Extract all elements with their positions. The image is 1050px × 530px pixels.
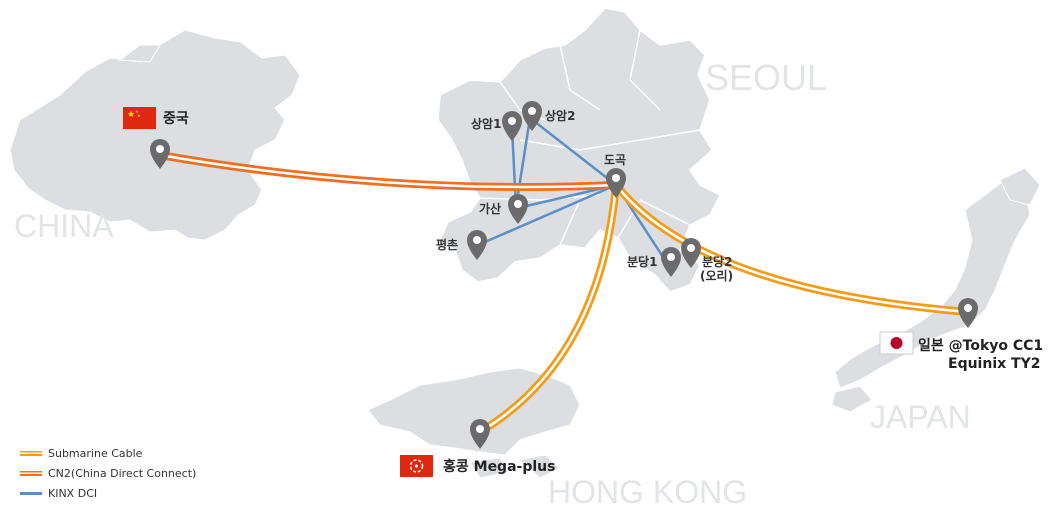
kinx-dci-links — [476, 116, 667, 262]
legend-label-kinx: KINX DCI — [48, 486, 98, 500]
legend-label-submarine: Submarine Cable — [48, 446, 143, 460]
pin-icon-dogok — [606, 168, 626, 198]
pin-icon-bundang1 — [661, 247, 681, 277]
pin-icon-pyeongchon — [467, 230, 487, 260]
site-label-hongkong: 홍콩 Mega-plus — [443, 458, 555, 475]
pin-icon-sangam2 — [522, 101, 542, 131]
legend-item-cn2: CN2(China Direct Connect) — [20, 463, 196, 483]
hongkong-flag-icon — [400, 455, 433, 477]
pin-icon-japan — [958, 298, 978, 328]
legend-item-kinx: KINX DCI — [20, 483, 196, 503]
site-label-gasan: 가산 — [479, 201, 501, 216]
site-label-bundang2: 분당2 — [702, 254, 732, 269]
site-label-bundang2-sub: (오리) — [700, 268, 733, 283]
pin-icon-sangam1 — [502, 111, 522, 141]
legend-label-cn2: CN2(China Direct Connect) — [48, 466, 197, 480]
svg-text:★: ★ — [127, 110, 135, 120]
pin-icon-china — [150, 139, 170, 169]
cn2-swatch-icon — [20, 470, 42, 476]
submarine-swatch-icon — [20, 450, 42, 456]
cn2-link-china — [159, 151, 617, 191]
japan-flag-icon — [879, 331, 914, 355]
site-label-sangam1: 상암1 — [471, 116, 501, 131]
pin-icon-hongkong — [470, 419, 490, 449]
submarine-link-japan — [612, 182, 969, 316]
japan-landmass — [831, 167, 1041, 413]
site-label-dogok: 도곡 — [604, 153, 626, 167]
svg-text:★: ★ — [135, 109, 139, 114]
china-flag-icon: ★ ★ ★ — [123, 107, 156, 129]
region-label-japan: JAPAN — [870, 399, 971, 435]
site-label-china: 중국 — [163, 111, 189, 127]
region-label-hongkong: HONG KONG — [548, 474, 747, 510]
pin-icon-bundang2 — [681, 238, 701, 268]
map-legend: Submarine Cable CN2(China Direct Connect… — [20, 443, 196, 503]
hongkong-landmass — [367, 367, 581, 479]
site-label-japan: 일본 @Tokyo CC1 — [918, 338, 1043, 354]
submarine-link-hongkong — [477, 184, 620, 436]
legend-item-submarine: Submarine Cable — [20, 443, 196, 463]
site-label-pyeongchon: 평촌 — [436, 237, 458, 252]
site-label-bundang1: 분당1 — [627, 254, 657, 269]
region-label-seoul: SEOUL — [705, 57, 827, 98]
region-label-china: CHINA — [14, 208, 114, 244]
site-label-japan-sub: Equinix TY2 — [948, 356, 1040, 372]
pin-icon-gasan — [508, 194, 528, 224]
kinx-swatch-icon — [20, 491, 42, 495]
site-label-sangam2: 상암2 — [545, 108, 575, 123]
svg-text:★: ★ — [137, 113, 141, 118]
